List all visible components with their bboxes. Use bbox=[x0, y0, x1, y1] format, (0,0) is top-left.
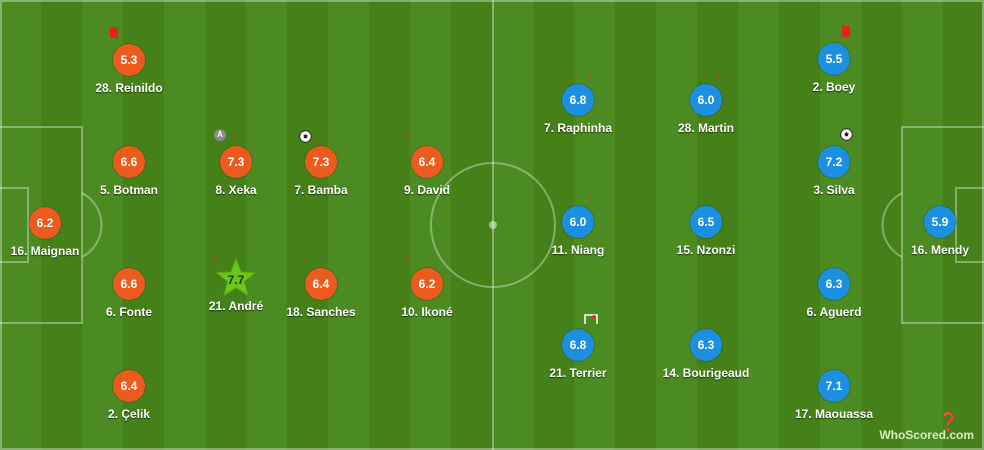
goal-ball-icon bbox=[840, 128, 853, 141]
player-rating: 6.2 bbox=[29, 207, 61, 239]
player-xeka[interactable]: 7.3 8. Xeka bbox=[171, 146, 301, 197]
player-boey[interactable]: 5.5 2. Boey bbox=[769, 43, 899, 94]
player-rating: 5.9 bbox=[924, 206, 956, 238]
player-bourigeaud[interactable]: 6.3 14. Bourigeaud bbox=[641, 329, 771, 380]
player-name: 15. Nzonzi bbox=[676, 243, 736, 257]
man-of-the-match-star-icon: 7.7 bbox=[214, 256, 258, 300]
player-rating: 7.1 bbox=[818, 370, 850, 402]
player-aguerd[interactable]: 6.3 6. Aguerd bbox=[769, 268, 899, 319]
player-reinildo[interactable]: 5.3 28. Reinildo bbox=[64, 44, 194, 95]
player-name: 10. Ikoné bbox=[401, 305, 453, 319]
sub-off-arrow-icon: ↓ bbox=[301, 250, 307, 264]
logo-text: WhoScored.com bbox=[879, 428, 974, 442]
player-rating: 6.3 bbox=[690, 329, 722, 361]
player-rating: 6.8 bbox=[562, 84, 594, 116]
goal-ball-icon bbox=[299, 130, 312, 143]
red-card-icon bbox=[842, 26, 850, 37]
player-mendy[interactable]: 5.9 16. Mendy bbox=[875, 206, 984, 257]
whoscored-logo: ❓ WhoScored.com bbox=[879, 412, 974, 442]
whoscored-mark-icon: ❓ bbox=[937, 412, 960, 432]
player-rating: 6.6 bbox=[113, 146, 145, 178]
sub-off-arrow-icon: ↓ bbox=[587, 188, 593, 202]
player-fonte[interactable]: 6.6 6. Fonte bbox=[64, 268, 194, 319]
player-sanches[interactable]: 6.4 18. Sanches bbox=[256, 268, 386, 319]
player-rating: 6.5 bbox=[690, 206, 722, 238]
captain-icon: A bbox=[214, 129, 226, 141]
player-rating: 7.7 bbox=[227, 273, 245, 287]
player-name: 16. Maignan bbox=[10, 244, 80, 258]
player-name: 7. Raphinha bbox=[543, 121, 612, 135]
player-silva[interactable]: 7.2 3. Silva bbox=[769, 146, 899, 197]
player-rating: 6.4 bbox=[411, 146, 443, 178]
red-card-icon bbox=[110, 27, 118, 38]
player-name: 3. Silva bbox=[813, 183, 855, 197]
player-name: 16. Mendy bbox=[910, 243, 970, 257]
player-maouassa[interactable]: 7.1 17. Maouassa bbox=[769, 370, 899, 421]
player-rating: 7.2 bbox=[818, 146, 850, 178]
woodwork-goalpost-icon bbox=[584, 314, 598, 324]
sub-off-arrow-icon: ↓ bbox=[587, 66, 593, 80]
player-name: 6. Aguerd bbox=[806, 305, 862, 319]
player-name: 18. Sanches bbox=[286, 305, 356, 319]
player-rating: 5.5 bbox=[818, 43, 850, 75]
player-name: 21. André bbox=[208, 299, 264, 313]
player-name: 6. Fonte bbox=[105, 305, 152, 319]
sub-off-arrow-icon: ↓ bbox=[715, 311, 721, 325]
player-name: 11. Niang bbox=[551, 243, 605, 257]
player-name: 9. David bbox=[403, 183, 451, 197]
player-rating: 6.4 bbox=[113, 370, 145, 402]
player-rating: 6.3 bbox=[818, 268, 850, 300]
player-rating: 6.0 bbox=[562, 206, 594, 238]
player-rating: 6.8 bbox=[562, 329, 594, 361]
player-name: 28. Martin bbox=[677, 121, 734, 135]
player-name: 5. Botman bbox=[99, 183, 158, 197]
player-name: 14. Bourigeaud bbox=[662, 366, 750, 380]
player-rating: 6.6 bbox=[113, 268, 145, 300]
player-terrier[interactable]: 6.8 21. Terrier bbox=[513, 329, 643, 380]
player-name: 21. Terrier bbox=[549, 366, 607, 380]
player-name: 2. Boey bbox=[812, 80, 856, 94]
player-niang[interactable]: 6.0 11. Niang bbox=[513, 206, 643, 257]
sub-off-arrow-icon: ↓ bbox=[715, 66, 721, 80]
player-botman[interactable]: 6.6 5. Botman bbox=[64, 146, 194, 197]
player-nzonzi[interactable]: 6.5 15. Nzonzi bbox=[641, 206, 771, 257]
player-name: 8. Xeka bbox=[215, 183, 257, 197]
player-maignan[interactable]: 6.2 16. Maignan bbox=[0, 207, 110, 258]
player-name: 2. Çelik bbox=[107, 407, 151, 421]
player-name: 7. Bamba bbox=[294, 183, 348, 197]
player-name: 17. Maouassa bbox=[794, 407, 874, 421]
player-ikone[interactable]: 6.2 10. Ikoné bbox=[362, 268, 492, 319]
sub-off-arrow-icon: ↓ bbox=[231, 128, 237, 142]
player-celik[interactable]: 6.4 2. Çelik bbox=[64, 370, 194, 421]
player-rating: 7.3 bbox=[305, 146, 337, 178]
sub-off-arrow-icon: ↓ bbox=[406, 128, 412, 142]
player-rating: 5.3 bbox=[113, 44, 145, 76]
sub-off-arrow-icon: ↓ bbox=[406, 250, 412, 264]
player-rating: 6.0 bbox=[690, 84, 722, 116]
player-name: 28. Reinildo bbox=[95, 81, 163, 95]
player-rating: 6.4 bbox=[305, 268, 337, 300]
player-raphinha[interactable]: 6.8 7. Raphinha bbox=[513, 84, 643, 135]
player-andre[interactable]: 7.7 21. André bbox=[171, 256, 301, 313]
player-rating: 6.2 bbox=[411, 268, 443, 300]
player-bamba[interactable]: 7.3 7. Bamba bbox=[256, 146, 386, 197]
player-martin[interactable]: 6.0 28. Martin bbox=[641, 84, 771, 135]
player-rating: 7.3 bbox=[220, 146, 252, 178]
player-david[interactable]: 6.4 9. David bbox=[362, 146, 492, 197]
sub-off-arrow-icon: ↓ bbox=[214, 250, 220, 264]
